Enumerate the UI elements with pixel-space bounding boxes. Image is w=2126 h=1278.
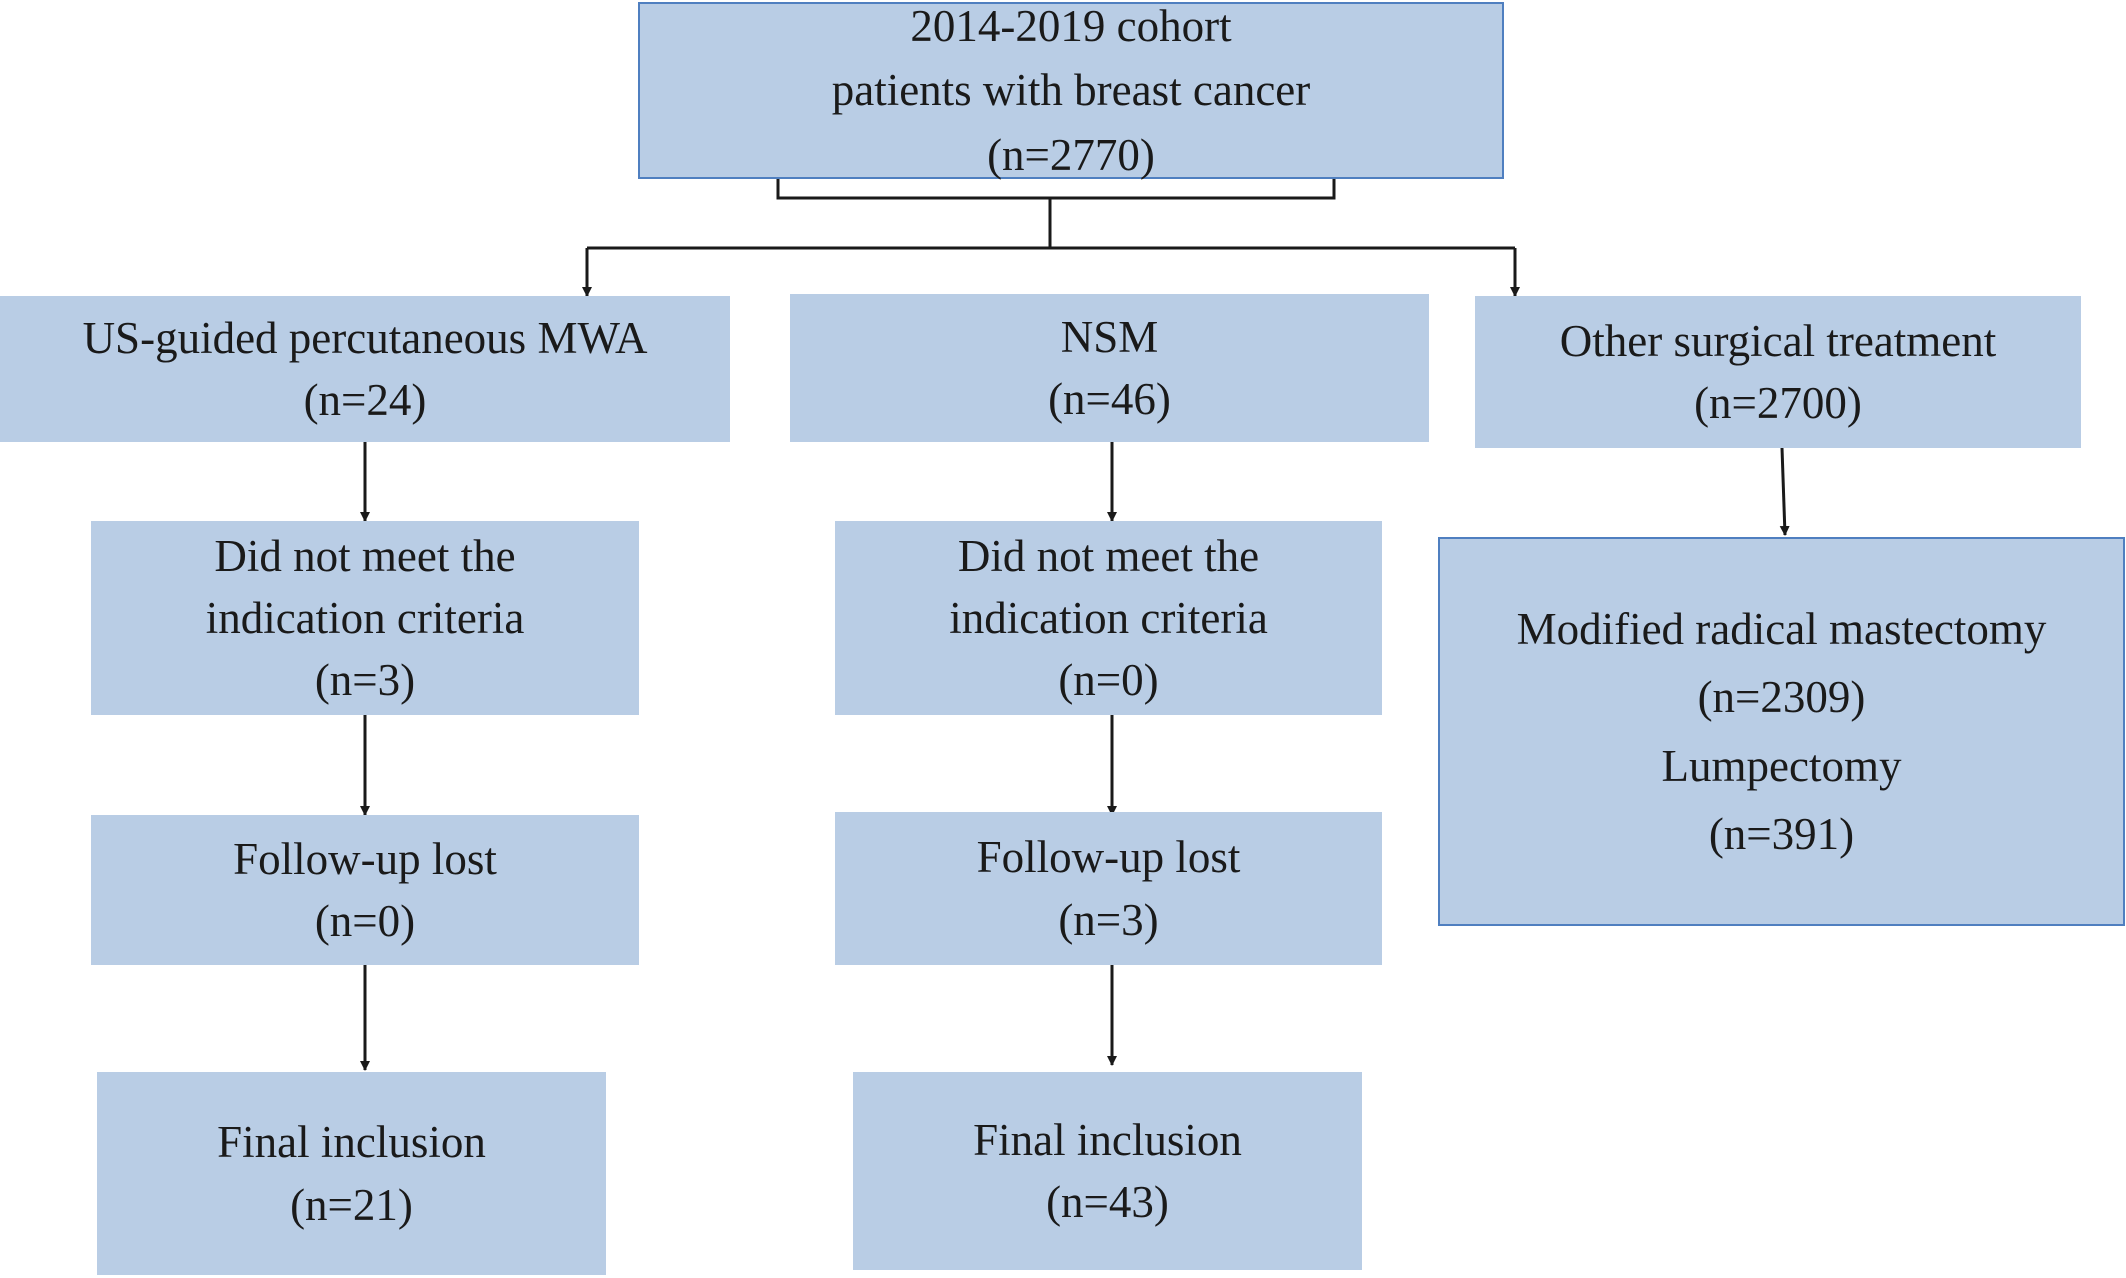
cohort-years-label: 2014-2019 cohort — [910, 0, 1232, 51]
mwa-final-box: Final inclusion (n=21) — [97, 1072, 606, 1275]
lumpectomy-label: Lumpectomy — [1661, 740, 1902, 791]
other-group-count: (n=2700) — [1694, 378, 1862, 428]
nsm-lost-count: (n=3) — [1058, 894, 1159, 945]
mwa-final-count: (n=21) — [290, 1179, 413, 1230]
lumpectomy-count: (n=391) — [1708, 808, 1855, 859]
other-breakdown-box: Modified radical mastectomy (n=2309) Lum… — [1438, 537, 2125, 926]
mwa-group-box: US-guided percutaneous MWA (n=24) — [0, 296, 730, 442]
mwa-excluded-line1: Did not meet the — [214, 530, 516, 581]
other-group-title: Other surgical treatment — [1559, 315, 1997, 366]
other-group-box: Other surgical treatment (n=2700) — [1475, 296, 2081, 448]
mwa-final-title: Final inclusion — [217, 1117, 486, 1168]
mwa-lost-title: Follow-up lost — [233, 833, 497, 884]
mwa-excluded-box: Did not meet the indication criteria (n=… — [91, 521, 639, 715]
nsm-excluded-line2: indication criteria — [949, 592, 1268, 643]
mwa-group-title: US-guided percutaneous MWA — [82, 312, 648, 363]
nsm-excluded-box: Did not meet the indication criteria (n=… — [835, 521, 1382, 715]
cohort-count: (n=2770) — [987, 129, 1155, 180]
mrm-count: (n=2309) — [1697, 672, 1866, 723]
cohort-split-connector — [587, 179, 1515, 250]
nsm-lost-box: Follow-up lost (n=3) — [835, 812, 1382, 965]
arrow-other-to-breakdown — [1779, 447, 1790, 536]
nsm-final-box: Final inclusion (n=43) — [853, 1072, 1362, 1270]
nsm-lost-title: Follow-up lost — [976, 832, 1241, 883]
nsm-final-title: Final inclusion — [973, 1114, 1242, 1165]
mwa-excluded-line2: indication criteria — [205, 592, 525, 643]
mwa-excluded-count: (n=3) — [314, 655, 416, 706]
nsm-excluded-line1: Did not meet the — [957, 530, 1260, 581]
mwa-lost-box: Follow-up lost (n=0) — [91, 815, 639, 965]
cohort-box: 2014-2019 cohort patients with breast ca… — [638, 0, 1504, 180]
nsm-final-count: (n=43) — [1046, 1177, 1169, 1227]
nsm-excluded-count: (n=0) — [1058, 655, 1159, 706]
cohort-population-label: patients with breast cancer — [831, 65, 1311, 116]
mwa-lost-count: (n=0) — [314, 896, 416, 946]
nsm-group-count: (n=46) — [1048, 374, 1171, 424]
nsm-group-box: NSM (n=46) — [790, 294, 1429, 442]
mwa-group-count: (n=24) — [303, 375, 427, 425]
nsm-group-title: NSM — [1060, 311, 1159, 362]
mrm-label: Modified radical mastectomy — [1516, 603, 2047, 654]
